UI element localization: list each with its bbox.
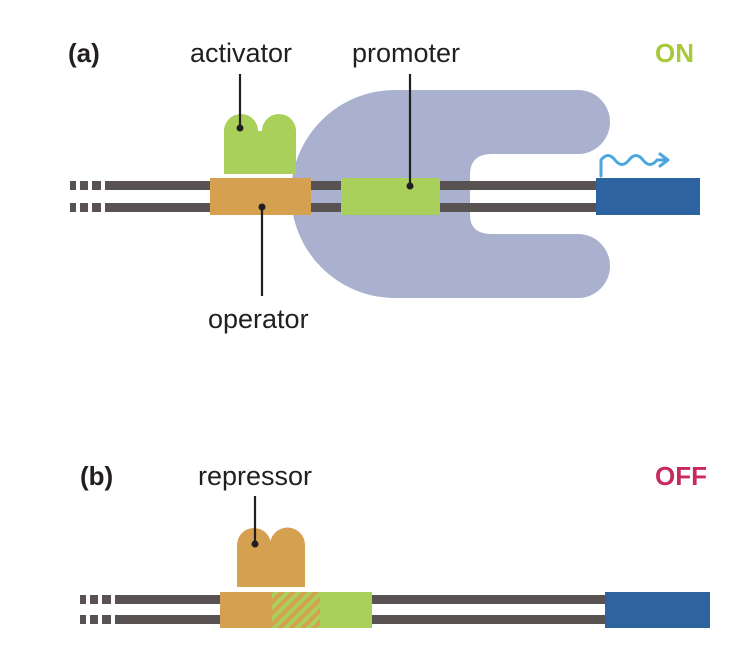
repressor-leader-dot	[251, 540, 259, 548]
panel-a-tag: (a)	[68, 38, 100, 68]
operator-promoter-overlap	[272, 592, 320, 628]
operator-region-b	[220, 592, 272, 628]
dna-break-dashes-icon	[70, 181, 101, 212]
activator-leader-dot	[236, 124, 244, 132]
panel-a-state: ON	[655, 38, 694, 68]
promoter-leader-dot	[406, 182, 414, 190]
gene-region-b	[605, 592, 710, 628]
gene-region	[596, 178, 700, 215]
activator-protein	[224, 114, 296, 174]
activator-label: activator	[190, 38, 292, 68]
panel-a: (a) ON activator	[68, 38, 700, 334]
promoter-region-b	[320, 592, 372, 628]
repressor-label: repressor	[198, 461, 312, 491]
panel-b-tag: (b)	[80, 461, 113, 491]
dna-break-dashes-icon	[80, 595, 111, 624]
promoter-label: promoter	[352, 38, 460, 68]
rna-polymerase	[291, 90, 610, 298]
panel-b: (b) OFF repressor	[80, 461, 710, 628]
panel-b-state: OFF	[655, 461, 707, 491]
operator-label: operator	[208, 304, 309, 334]
repressor-protein	[237, 527, 305, 587]
promoter-region	[341, 178, 440, 215]
mrna-squiggle-arrow-icon	[599, 152, 670, 178]
